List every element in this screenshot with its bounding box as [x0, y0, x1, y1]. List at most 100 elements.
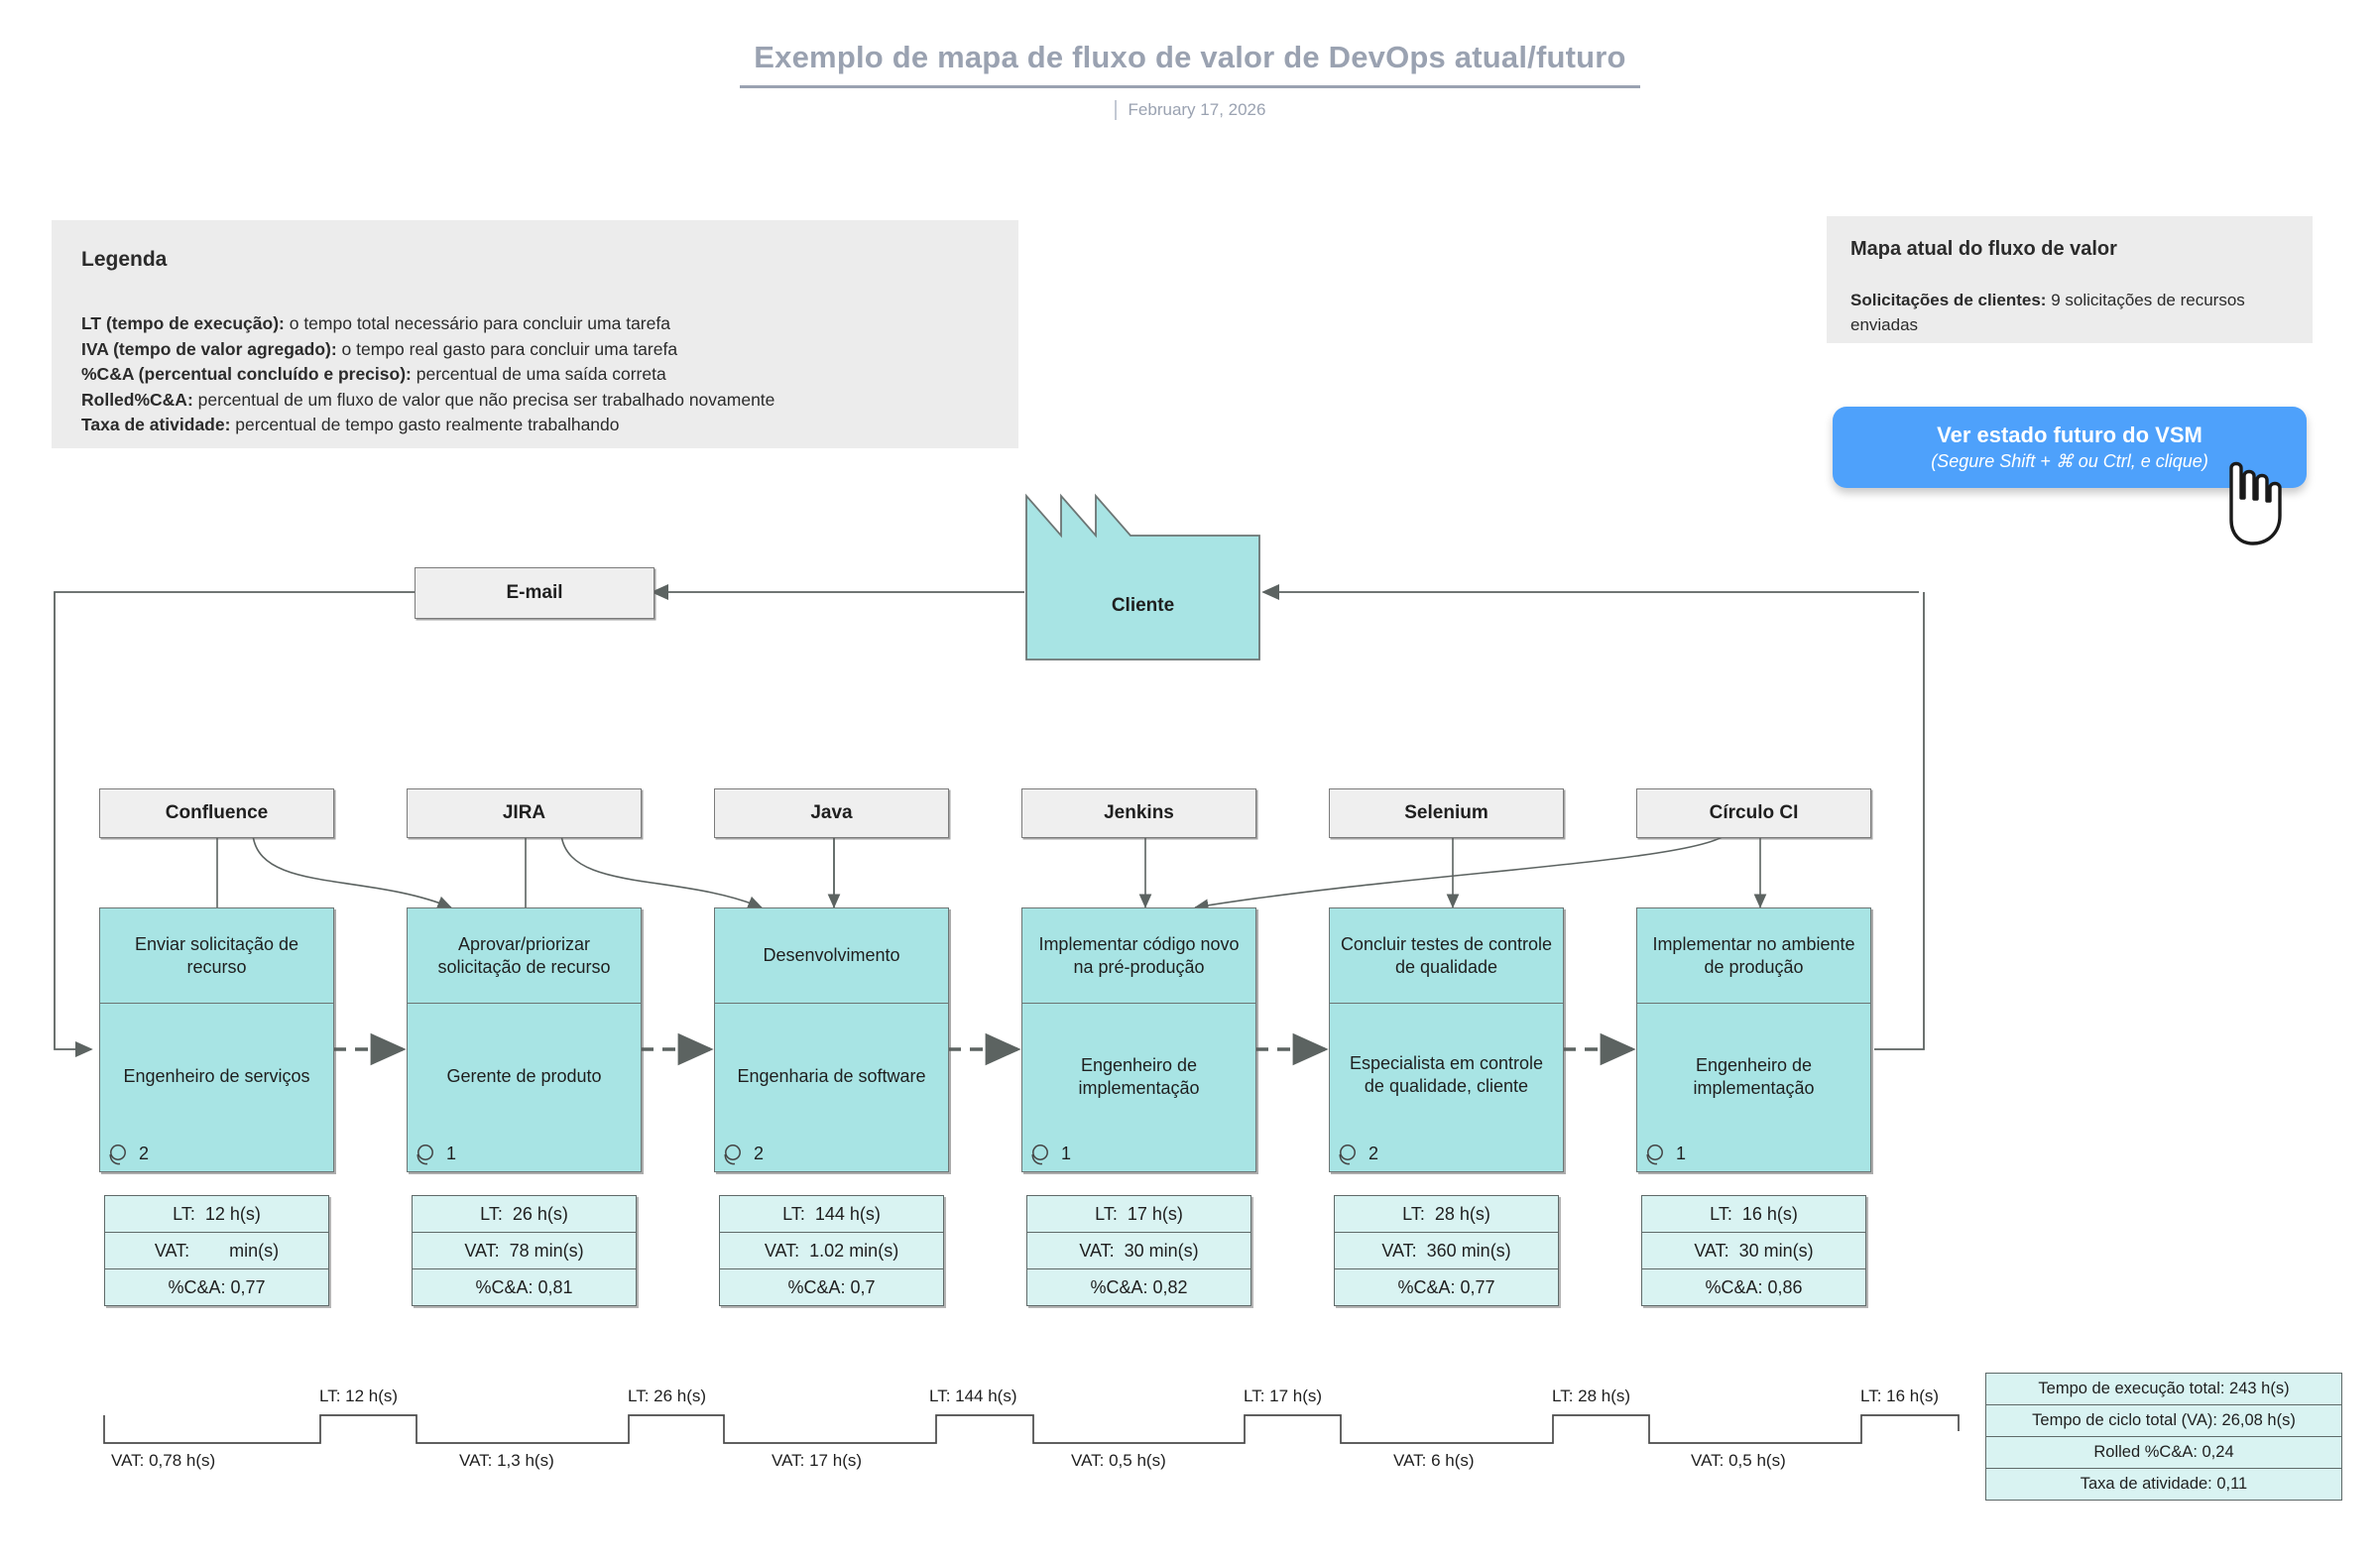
person-icon: [724, 1144, 741, 1164]
process-role: Engenheiro de implementação: [1693, 1054, 1815, 1098]
timeline-vat-label: VAT: 0,78 h(s): [111, 1451, 216, 1470]
metric-vat: VAT: 360 min(s): [1335, 1233, 1558, 1269]
process-headcount: 2: [108, 1143, 149, 1165]
timeline-vat-label: VAT: 6 h(s): [1393, 1451, 1475, 1470]
customer-label: Cliente: [1111, 595, 1175, 616]
summary-row: Tempo de ciclo total (VA): 26,08 h(s): [1986, 1405, 2341, 1437]
timeline-lt-label: LT: 17 h(s): [1244, 1386, 1323, 1405]
metrics-box: LT: 144 h(s) VAT: 1.02 min(s) %C&A: 0,7: [719, 1195, 944, 1306]
process-task: Concluir testes de controle de qualidade: [1330, 908, 1563, 1004]
metric-ca: %C&A: 0,81: [475, 1276, 573, 1297]
person-icon: [1339, 1144, 1356, 1164]
person-icon: [1646, 1144, 1663, 1164]
timeline-vat-label: VAT: 1,3 h(s): [459, 1451, 554, 1470]
info-panel-title: Mapa atual do fluxo de valor: [1850, 238, 2117, 260]
legend-desc: o tempo total necessário para concluir u…: [284, 313, 670, 333]
email-node[interactable]: E-mail: [415, 567, 654, 619]
process-headcount: 2: [1338, 1143, 1378, 1165]
legend-item: Rolled%C&A: percentual de um fluxo de va…: [81, 388, 774, 414]
legend-desc: percentual de tempo gasto realmente trab…: [230, 415, 620, 434]
summary-row: Taxa de atividade: 0,11: [1986, 1469, 2341, 1500]
metric-lt: LT: 16 h(s): [1642, 1196, 1865, 1233]
timeline-lt-label: LT: 12 h(s): [319, 1386, 399, 1405]
tool-box-jenkins[interactable]: Jenkins: [1021, 788, 1256, 838]
tool-label: Selenium: [1404, 802, 1488, 823]
timeline-vat-label: VAT: 17 h(s): [772, 1451, 863, 1470]
process-box[interactable]: Concluir testes de controle de qualidade…: [1329, 907, 1564, 1172]
headcount-value: 1: [446, 1144, 457, 1163]
process-role: Engenharia de software: [737, 1066, 926, 1086]
tool-label: Confluence: [165, 802, 269, 823]
legend-desc: percentual de uma saída correta: [411, 364, 666, 384]
metric-ca: %C&A: 0,7: [787, 1276, 876, 1297]
process-box[interactable]: Implementar no ambiente de produção Enge…: [1636, 907, 1871, 1172]
email-label: E-mail: [506, 582, 563, 603]
tool-box-jira[interactable]: JIRA: [407, 788, 642, 838]
metrics-box: LT: 17 h(s) VAT: 30 min(s) %C&A: 0,82: [1026, 1195, 1251, 1306]
legend-term: Taxa de atividade:: [81, 415, 231, 434]
legend-item: IVA (tempo de valor agregado): o tempo r…: [81, 337, 774, 363]
legend-term: IVA (tempo de valor agregado):: [81, 338, 337, 359]
tool-box-circulo-ci[interactable]: Círculo CI: [1636, 788, 1871, 838]
timeline-vat-label: VAT: 0,5 h(s): [1071, 1451, 1166, 1470]
headcount-value: 1: [1676, 1144, 1687, 1163]
metric-ca: %C&A: 0,82: [1090, 1276, 1188, 1297]
legend-panel: Legenda LT (tempo de execução): o tempo …: [52, 220, 1018, 448]
metric-lt: LT: 26 h(s): [413, 1196, 636, 1233]
metric-lt: LT: 17 h(s): [1027, 1196, 1250, 1233]
process-role: Gerente de produto: [446, 1066, 602, 1086]
metric-vat: VAT: 1.02 min(s): [720, 1233, 943, 1269]
metrics-box: LT: 26 h(s) VAT: 78 min(s) %C&A: 0,81: [412, 1195, 637, 1306]
info-panel-desc: 9 solicitações de recursos enviadas: [1850, 291, 2245, 334]
summary-table: Tempo de execução total: 243 h(s) Tempo …: [1985, 1373, 2342, 1501]
legend-item: %C&A (percentual concluído e preciso): p…: [81, 362, 774, 388]
tool-box-confluence[interactable]: Confluence: [99, 788, 334, 838]
legend-title: Legenda: [81, 248, 168, 271]
tool-label: JIRA: [502, 802, 546, 823]
process-task: Enviar solicitação de recurso: [100, 908, 333, 1004]
metric-vat: VAT: 30 min(s): [1642, 1233, 1865, 1269]
legend-term: %C&A (percentual concluído e preciso):: [81, 364, 412, 384]
timeline-vat-label: VAT: 0,5 h(s): [1691, 1451, 1786, 1470]
process-headcount: 1: [1645, 1143, 1686, 1165]
metric-lt: LT: 12 h(s): [105, 1196, 328, 1233]
process-task: Implementar código novo na pré-produção: [1022, 908, 1255, 1004]
process-task: Desenvolvimento: [715, 908, 948, 1004]
person-icon: [109, 1144, 126, 1164]
process-role: Engenheiro de implementação: [1078, 1054, 1200, 1098]
metric-lt: LT: 144 h(s): [720, 1196, 943, 1233]
tool-label: Círculo CI: [1709, 802, 1799, 823]
process-box[interactable]: Aprovar/priorizar solicitação de recurso…: [407, 907, 642, 1172]
headcount-value: 2: [1368, 1144, 1379, 1163]
legend-desc: o tempo real gasto para concluir uma tar…: [336, 338, 678, 359]
tool-label: Jenkins: [1104, 802, 1174, 823]
legend-term: Rolled%C&A:: [81, 389, 193, 410]
tool-box-java[interactable]: Java: [714, 788, 949, 838]
legend-list: LT (tempo de execução): o tempo total ne…: [81, 311, 774, 438]
process-box[interactable]: Enviar solicitação de recurso Engenheiro…: [99, 907, 334, 1172]
vsm-button-subtitle: (Segure Shift + ⌘ ou Ctrl, e clique): [1931, 451, 2208, 471]
process-task: Implementar no ambiente de produção: [1637, 908, 1870, 1004]
process-headcount: 2: [723, 1143, 764, 1165]
metric-ca: %C&A: 0,77: [168, 1276, 266, 1297]
metric-vat: VAT: min(s): [105, 1233, 328, 1269]
legend-item: LT (tempo de execução): o tempo total ne…: [81, 311, 774, 337]
person-icon: [416, 1144, 433, 1164]
legend-desc: percentual de um fluxo de valor que não …: [192, 389, 775, 410]
legend-term: LT (tempo de execução):: [81, 313, 285, 333]
process-role: Especialista em controle de qualidade, c…: [1349, 1052, 1544, 1096]
process-box[interactable]: Implementar código novo na pré-produção …: [1021, 907, 1256, 1172]
headcount-value: 2: [139, 1144, 150, 1163]
timeline-lt-label: LT: 26 h(s): [628, 1386, 707, 1405]
legend-item: Taxa de atividade: percentual de tempo g…: [81, 413, 774, 438]
process-role: Engenheiro de serviços: [123, 1066, 310, 1086]
tool-box-selenium[interactable]: Selenium: [1329, 788, 1564, 838]
view-future-vsm-button[interactable]: Ver estado futuro do VSM (Segure Shift +…: [1833, 407, 2307, 488]
metric-ca: %C&A: 0,86: [1705, 1276, 1803, 1297]
current-vsm-info-panel: Mapa atual do fluxo de valor Solicitaçõe…: [1827, 216, 2313, 343]
metric-vat: VAT: 78 min(s): [413, 1233, 636, 1269]
metric-ca: %C&A: 0,77: [1397, 1276, 1495, 1297]
timeline-lt-label: LT: 16 h(s): [1860, 1386, 1940, 1405]
page-title: Exemplo de mapa de fluxo de valor de Dev…: [740, 40, 1640, 88]
process-box[interactable]: Desenvolvimento Engenharia de software 2: [714, 907, 949, 1172]
